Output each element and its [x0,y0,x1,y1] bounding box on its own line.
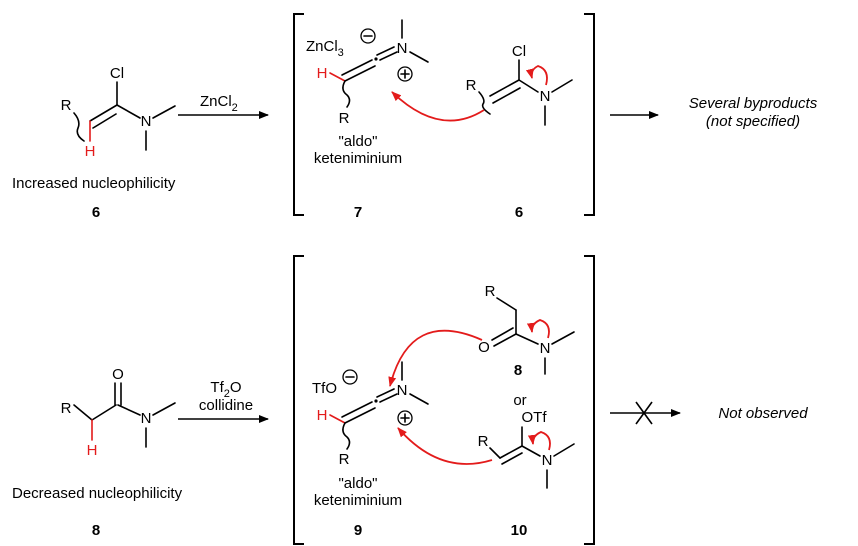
label-aldo-9: "aldo" [338,475,377,492]
reagent-zncl2: ZnCl2 [200,93,238,114]
curly-arrow-enamine-attack [397,427,493,465]
nucleophile-8-structure: R O N [478,283,575,375]
atom-h: H [317,407,328,424]
reagent-tf2o: Tf2O [210,379,241,400]
atom-r: R [485,283,496,300]
atom-h: H [317,65,328,82]
atom-n: N [141,410,152,427]
bracket-left-bottom [293,255,304,545]
or-label: or [513,392,526,409]
reactant-8-structure: R O N H [61,366,176,459]
atom-o: O [112,366,124,383]
counterion-tfo: TfO [312,380,337,397]
label-keteniminium-7: keteniminium [314,150,402,167]
label-keteniminium-9: keteniminium [314,492,402,509]
atom-r: R [478,433,489,450]
reactant-6-structure: R Cl N H [61,65,176,160]
counterion-zncl3: ZnCl3 [306,38,344,59]
caption-decreased-nucleophilicity: Decreased nucleophilicity [12,485,183,502]
label-aldo-7: "aldo" [338,133,377,150]
bracket-right-top [584,13,595,216]
atom-r: R [61,400,72,417]
compound-number-8b: 8 [514,362,522,379]
atom-h: H [87,442,98,459]
reagent-collidine: collidine [199,397,253,414]
curly-arrow-nucleophile-attack-top [391,91,485,122]
compound-number-10: 10 [511,522,528,539]
intermediate-7-structure: ZnCl3 H N R [306,19,429,127]
caption-increased-nucleophilicity: Increased nucleophilicity [12,175,176,192]
compound-number-7: 7 [354,204,362,221]
outcome-several-byproducts: Several byproducts [689,95,818,112]
atom-cl: Cl [110,65,124,82]
atom-r: R [339,451,350,468]
atom-cl: Cl [512,43,526,60]
outcome-not-specified: (not specified) [706,113,800,130]
nucleophile-10-structure: R OTf N [478,409,575,489]
intermediate-9-structure: TfO H N R [312,361,429,468]
atom-n: N [397,382,408,399]
atom-n: N [141,113,152,130]
cross-mark-b [635,401,653,425]
atom-r: R [61,97,72,114]
curly-arrow-amide-n [526,319,550,339]
atom-n: N [542,452,553,469]
atom-h: H [85,143,96,160]
bracket-left-top [293,13,304,216]
nucleophile-6-structure: R Cl N [466,43,573,126]
curly-arrow-enamine-n [527,431,551,451]
atom-n: N [397,40,408,57]
compound-number-6: 6 [92,204,100,221]
atom-r: R [466,77,477,94]
atom-n: N [540,88,551,105]
outcome-not-observed: Not observed [718,405,808,422]
compound-number-9: 9 [354,522,362,539]
atom-o: O [478,339,490,356]
compound-number-8: 8 [92,522,100,539]
bracket-right-bottom [584,255,595,545]
atom-r: R [339,110,350,127]
atom-otf: OTf [522,409,548,426]
curly-arrow-amide-attack [388,329,483,387]
curly-arrow-n-to-c [525,65,548,86]
compound-number-6b: 6 [515,204,523,221]
atom-n: N [540,340,551,357]
